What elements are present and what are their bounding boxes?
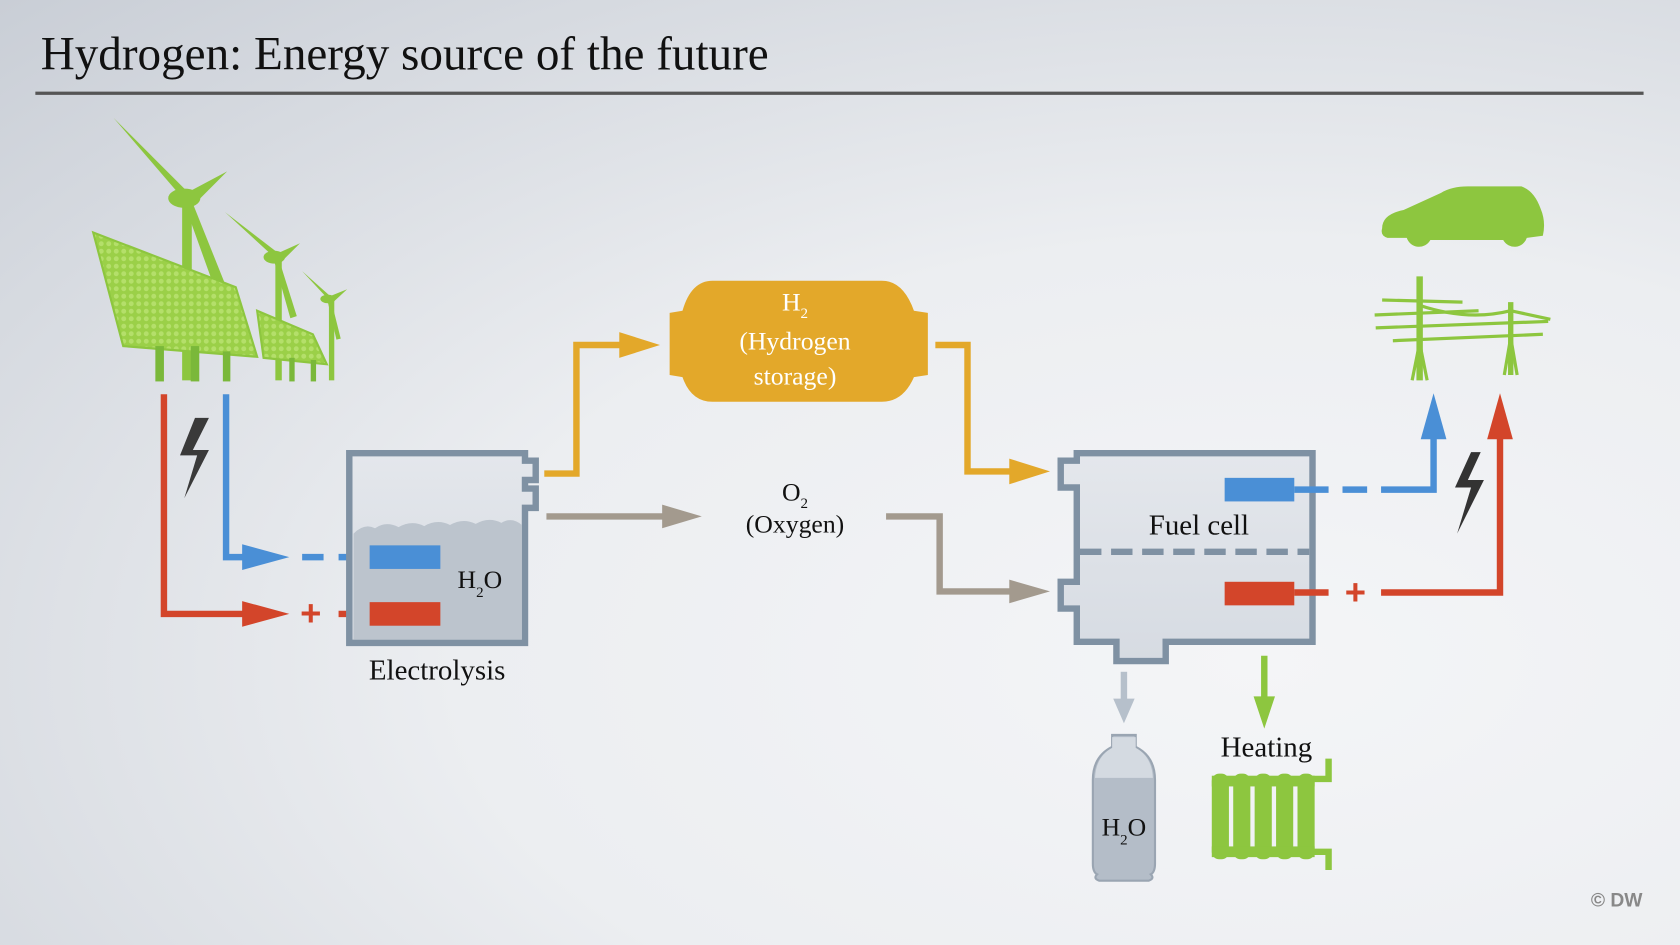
- water-bottle-icon: H2O: [1091, 733, 1157, 882]
- hydrogen-storage-tank: H2 (Hydrogen storage): [669, 280, 928, 402]
- electrolysis-vessel: H2O: [346, 450, 539, 647]
- storage-formula: H2: [782, 288, 808, 323]
- fuel-cell-cathode: [1224, 477, 1295, 502]
- fuel-cell-label: Fuel cell: [1149, 510, 1249, 542]
- lightning-bolt-icon: [180, 417, 209, 499]
- electrolysis-label: Electrolysis: [369, 654, 505, 686]
- solar-panel-icon: [91, 230, 329, 382]
- plus-sign: +: [1345, 571, 1366, 612]
- credit: © DW: [1591, 890, 1643, 911]
- oxygen-supply-arrow: [886, 513, 1050, 604]
- storage-label-line1: (Hydrogen: [739, 326, 850, 355]
- renewables-icon: [91, 117, 348, 382]
- output-negative-wire: [1294, 393, 1447, 493]
- fuel-cell-vessel: Fuel cell: [1057, 450, 1316, 665]
- radiator-icon: [1211, 758, 1332, 870]
- cathode-electrode: [369, 545, 441, 569]
- oxygen-output-arrow: [546, 504, 702, 529]
- heating-label: Heating: [1221, 731, 1313, 763]
- electric-car-icon: [1381, 186, 1545, 247]
- hydrogen-supply-arrow: [935, 341, 1050, 485]
- hydrogen-flow-arrow: [544, 332, 660, 477]
- anode-electrode: [369, 602, 441, 626]
- water-formula: H2O: [458, 565, 503, 601]
- heat-output-arrow: [1253, 655, 1275, 729]
- power-grid-icon: [1374, 276, 1551, 381]
- plus-sign: +: [300, 593, 321, 634]
- fuel-cell-anode: [1224, 581, 1295, 606]
- water-output-arrow: [1113, 671, 1135, 724]
- storage-label-line2: storage): [754, 362, 837, 391]
- page-title: Hydrogen: Energy source of the future: [41, 29, 769, 81]
- wind-turbine-icon: [302, 271, 348, 381]
- oxygen-label: (Oxygen): [746, 510, 845, 539]
- water-output-formula: H2O: [1102, 813, 1147, 849]
- lightning-bolt-icon: [1455, 452, 1484, 534]
- oxygen-formula: O2: [782, 477, 808, 511]
- output-positive-wire: +: [1294, 393, 1513, 612]
